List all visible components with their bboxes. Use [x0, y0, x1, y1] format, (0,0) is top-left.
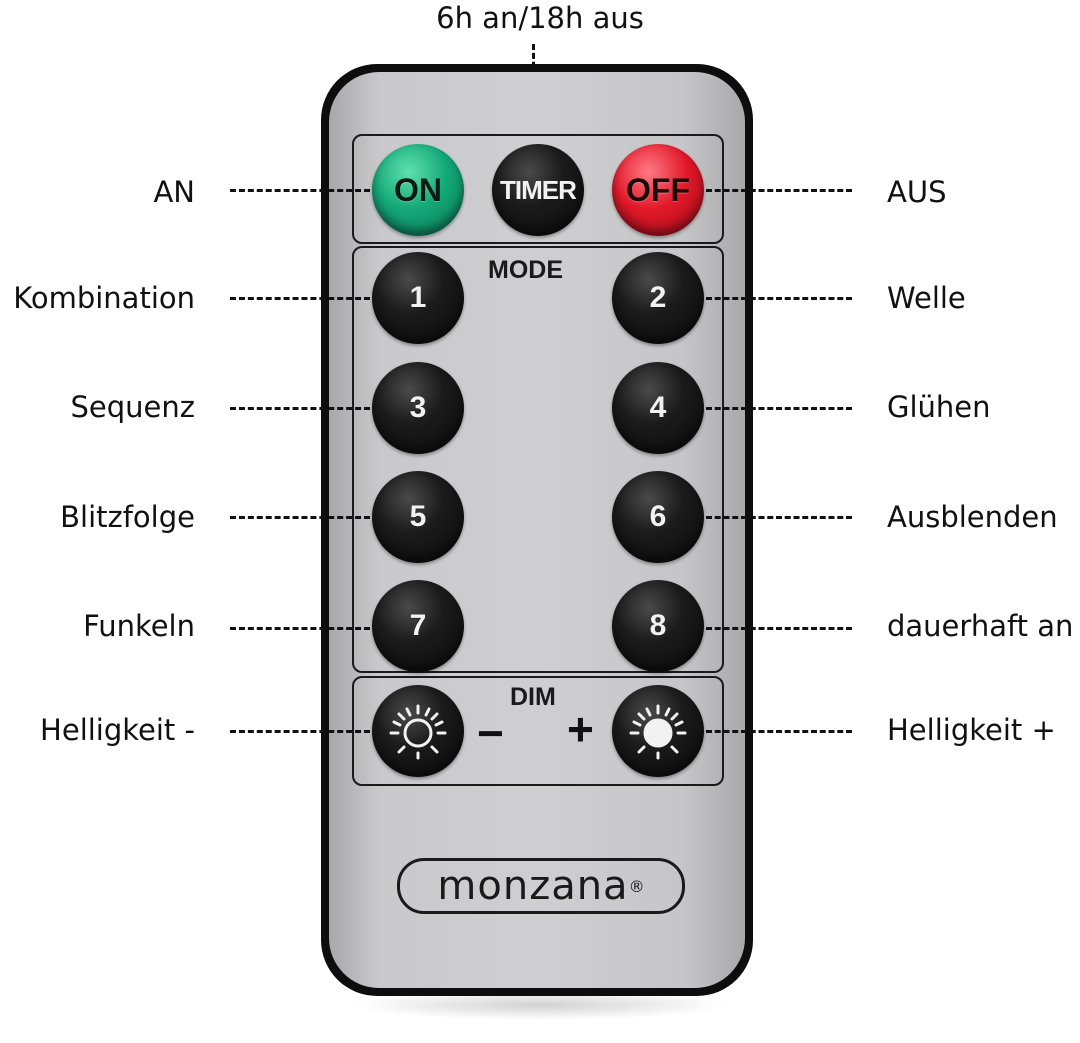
- connector-dim-minus: [230, 730, 370, 733]
- connector-mode2: [706, 297, 852, 300]
- mode-7-label: 7: [409, 609, 427, 642]
- registered-mark: ®: [628, 876, 645, 896]
- mode-2-button[interactable]: 2: [612, 252, 704, 344]
- mode-4-label: 4: [649, 391, 667, 424]
- label-mode2: Welle: [887, 281, 966, 315]
- connector-mode1: [230, 297, 370, 300]
- connector-mode8: [706, 627, 852, 630]
- mode-7-button[interactable]: 7: [372, 580, 464, 672]
- sun-filled-icon: [629, 704, 687, 760]
- label-dim-minus: Helligkeit -: [40, 713, 195, 747]
- mode-1-button[interactable]: 1: [372, 252, 464, 344]
- brand-name: monzana: [437, 863, 629, 909]
- dim-panel-title: DIM: [510, 683, 556, 711]
- mode-2-label: 2: [649, 281, 667, 314]
- label-mode6: Ausblenden: [887, 500, 1058, 534]
- label-dim-plus: Helligkeit +: [887, 713, 1056, 747]
- mode-1-label: 1: [409, 281, 427, 314]
- connector-mode4: [706, 407, 852, 410]
- label-aus: AUS: [887, 175, 947, 209]
- dim-minus-button[interactable]: [372, 685, 464, 777]
- mode-5-label: 5: [409, 500, 427, 533]
- label-mode8: dauerhaft an: [887, 609, 1074, 643]
- dim-plus-button[interactable]: [612, 685, 704, 777]
- label-an: AN: [153, 175, 195, 209]
- brand-logo: monzana®: [397, 858, 685, 914]
- connector-mode6: [706, 516, 852, 519]
- mode-panel-title: MODE: [488, 256, 563, 284]
- mode-4-button[interactable]: 4: [612, 362, 704, 454]
- mode-5-button[interactable]: 5: [372, 471, 464, 563]
- minus-sign: −: [477, 707, 504, 759]
- label-mode3: Sequenz: [70, 390, 195, 424]
- connector-mode7: [230, 627, 370, 630]
- label-mode5: Blitzfolge: [60, 500, 195, 534]
- off-button-label: OFF: [626, 171, 690, 208]
- on-button-label: ON: [394, 171, 442, 208]
- mode-3-label: 3: [409, 391, 427, 424]
- connector-dim-plus: [706, 730, 852, 733]
- timer-caption: 6h an/18h aus: [436, 1, 644, 35]
- on-button[interactable]: ON: [372, 144, 464, 236]
- connector-mode3: [230, 407, 370, 410]
- sun-outline-icon: [389, 704, 447, 760]
- mode-panel: [352, 246, 724, 673]
- connector-an: [230, 189, 370, 192]
- timer-button[interactable]: TIMER: [492, 144, 584, 236]
- mode-6-label: 6: [649, 500, 667, 533]
- mode-6-button[interactable]: 6: [612, 471, 704, 563]
- label-mode1: Kombination: [13, 281, 195, 315]
- connector-aus: [706, 189, 852, 192]
- label-mode4: Glühen: [887, 390, 991, 424]
- plus-sign: +: [567, 703, 594, 755]
- label-mode7: Funkeln: [83, 609, 195, 643]
- mode-8-button[interactable]: 8: [612, 580, 704, 672]
- timer-button-label: TIMER: [500, 174, 577, 205]
- mode-8-label: 8: [649, 609, 667, 642]
- connector-mode5: [230, 516, 370, 519]
- off-button[interactable]: OFF: [612, 144, 704, 236]
- mode-3-button[interactable]: 3: [372, 362, 464, 454]
